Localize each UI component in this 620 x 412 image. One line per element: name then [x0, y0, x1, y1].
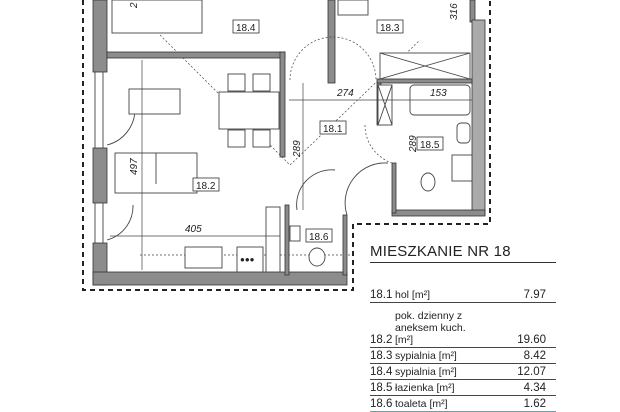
room-label-18-4: 18.4 [236, 23, 256, 34]
room-name: sypialnia [m²] [395, 366, 457, 378]
dimension-316: 316 [449, 3, 460, 20]
apartment-title: MIESZKANIE NR 18 [370, 243, 556, 263]
wall-left-outer [92, 0, 108, 73]
legend-row: 18.1 hol [m²] 7.97 [370, 287, 556, 303]
chair [227, 73, 246, 92]
wall-right-hatched [471, 19, 486, 216]
room-name: sypialnia [m²] [395, 350, 457, 362]
dimension-289: 289 [292, 140, 303, 158]
legend-row: 18.4 sypialnia [m²] 12.07 [370, 364, 556, 380]
toilet [420, 172, 436, 192]
room-area: 19.60 [517, 334, 546, 346]
room-label-18-1: 18.1 [323, 124, 343, 135]
room-area: 12.07 [517, 366, 546, 378]
window [94, 202, 104, 244]
wall-18-4 [106, 51, 286, 59]
room-area: 8.42 [523, 350, 546, 362]
chair [252, 129, 271, 148]
room-area: 4.34 [523, 382, 546, 394]
wc-sink [289, 225, 301, 242]
wall-right [469, 0, 476, 23]
floor-plan: ●●● 18.4 18.3 18.1 18.2 18.5 18.6 274 15… [82, 0, 491, 291]
fridge [265, 206, 281, 273]
door-swing [364, 124, 393, 164]
wall-bath-top [376, 78, 473, 84]
dimension-289-bath: 289 [408, 135, 419, 153]
door-swing [296, 169, 336, 211]
kitchen-sink [184, 246, 223, 269]
window [94, 71, 104, 149]
legend-row: 18.2 pok. dzienny z aneksem kuch. [m²] 1… [370, 303, 556, 348]
wall-partition [279, 51, 286, 158]
dimension-partial: 2 [129, 2, 140, 9]
bed [111, 0, 203, 34]
chair [227, 129, 246, 148]
wall-bottom [92, 271, 348, 286]
wall-left-outer [92, 147, 108, 204]
wall-wc [284, 204, 290, 276]
stove-burners: ●●● [240, 255, 255, 264]
room-label-18-2: 18.2 [196, 181, 216, 192]
chair [252, 73, 271, 92]
wall-bath-bottom [391, 209, 486, 217]
room-number: 18.4 [370, 366, 393, 378]
legend-row: 18.6 toaleta [m²] 1.62 [370, 396, 556, 412]
room-name: hol [m²] [395, 289, 431, 301]
room-number: 18.1 [370, 289, 393, 301]
tv-unit [128, 88, 181, 115]
desk [337, 0, 369, 16]
wc-toilet [308, 247, 326, 267]
room-number: 18.5 [370, 382, 393, 394]
room-number: 18.2 [370, 334, 393, 346]
room-label-18-6: 18.6 [309, 232, 329, 243]
dimension-497: 497 [129, 158, 140, 175]
room-label-18-5: 18.5 [420, 140, 440, 151]
room-name: łazienka [m²] [395, 382, 455, 394]
legend-row: 18.5 łazienka [m²] 4.34 [370, 380, 556, 396]
door-swing [106, 204, 134, 241]
wardrobe-cross [379, 52, 471, 80]
wall-wc [342, 214, 348, 276]
door-swing [344, 162, 389, 216]
room-number: 18.3 [370, 350, 393, 362]
legend-row: 18.3 sypialnia [m²] 8.42 [370, 348, 556, 364]
shower-cross [377, 84, 393, 126]
bath-sink [456, 122, 471, 144]
area-legend: MIESZKANIE NR 18 18.1 hol [m²] 7.97 18.2… [370, 243, 556, 412]
wall-18-3 [327, 0, 336, 84]
wall-bath-stub [391, 162, 397, 214]
dimension-153: 153 [430, 88, 447, 99]
dimension-274: 274 [336, 88, 354, 99]
room-name: pok. dzienny z aneksem kuch. [m²] [395, 310, 466, 346]
room-label-18-3: 18.3 [380, 23, 400, 34]
stove [236, 246, 264, 273]
washer [451, 154, 473, 182]
room-area: 7.97 [523, 289, 546, 301]
dining-table [218, 91, 280, 130]
dimension-405: 405 [185, 224, 202, 235]
